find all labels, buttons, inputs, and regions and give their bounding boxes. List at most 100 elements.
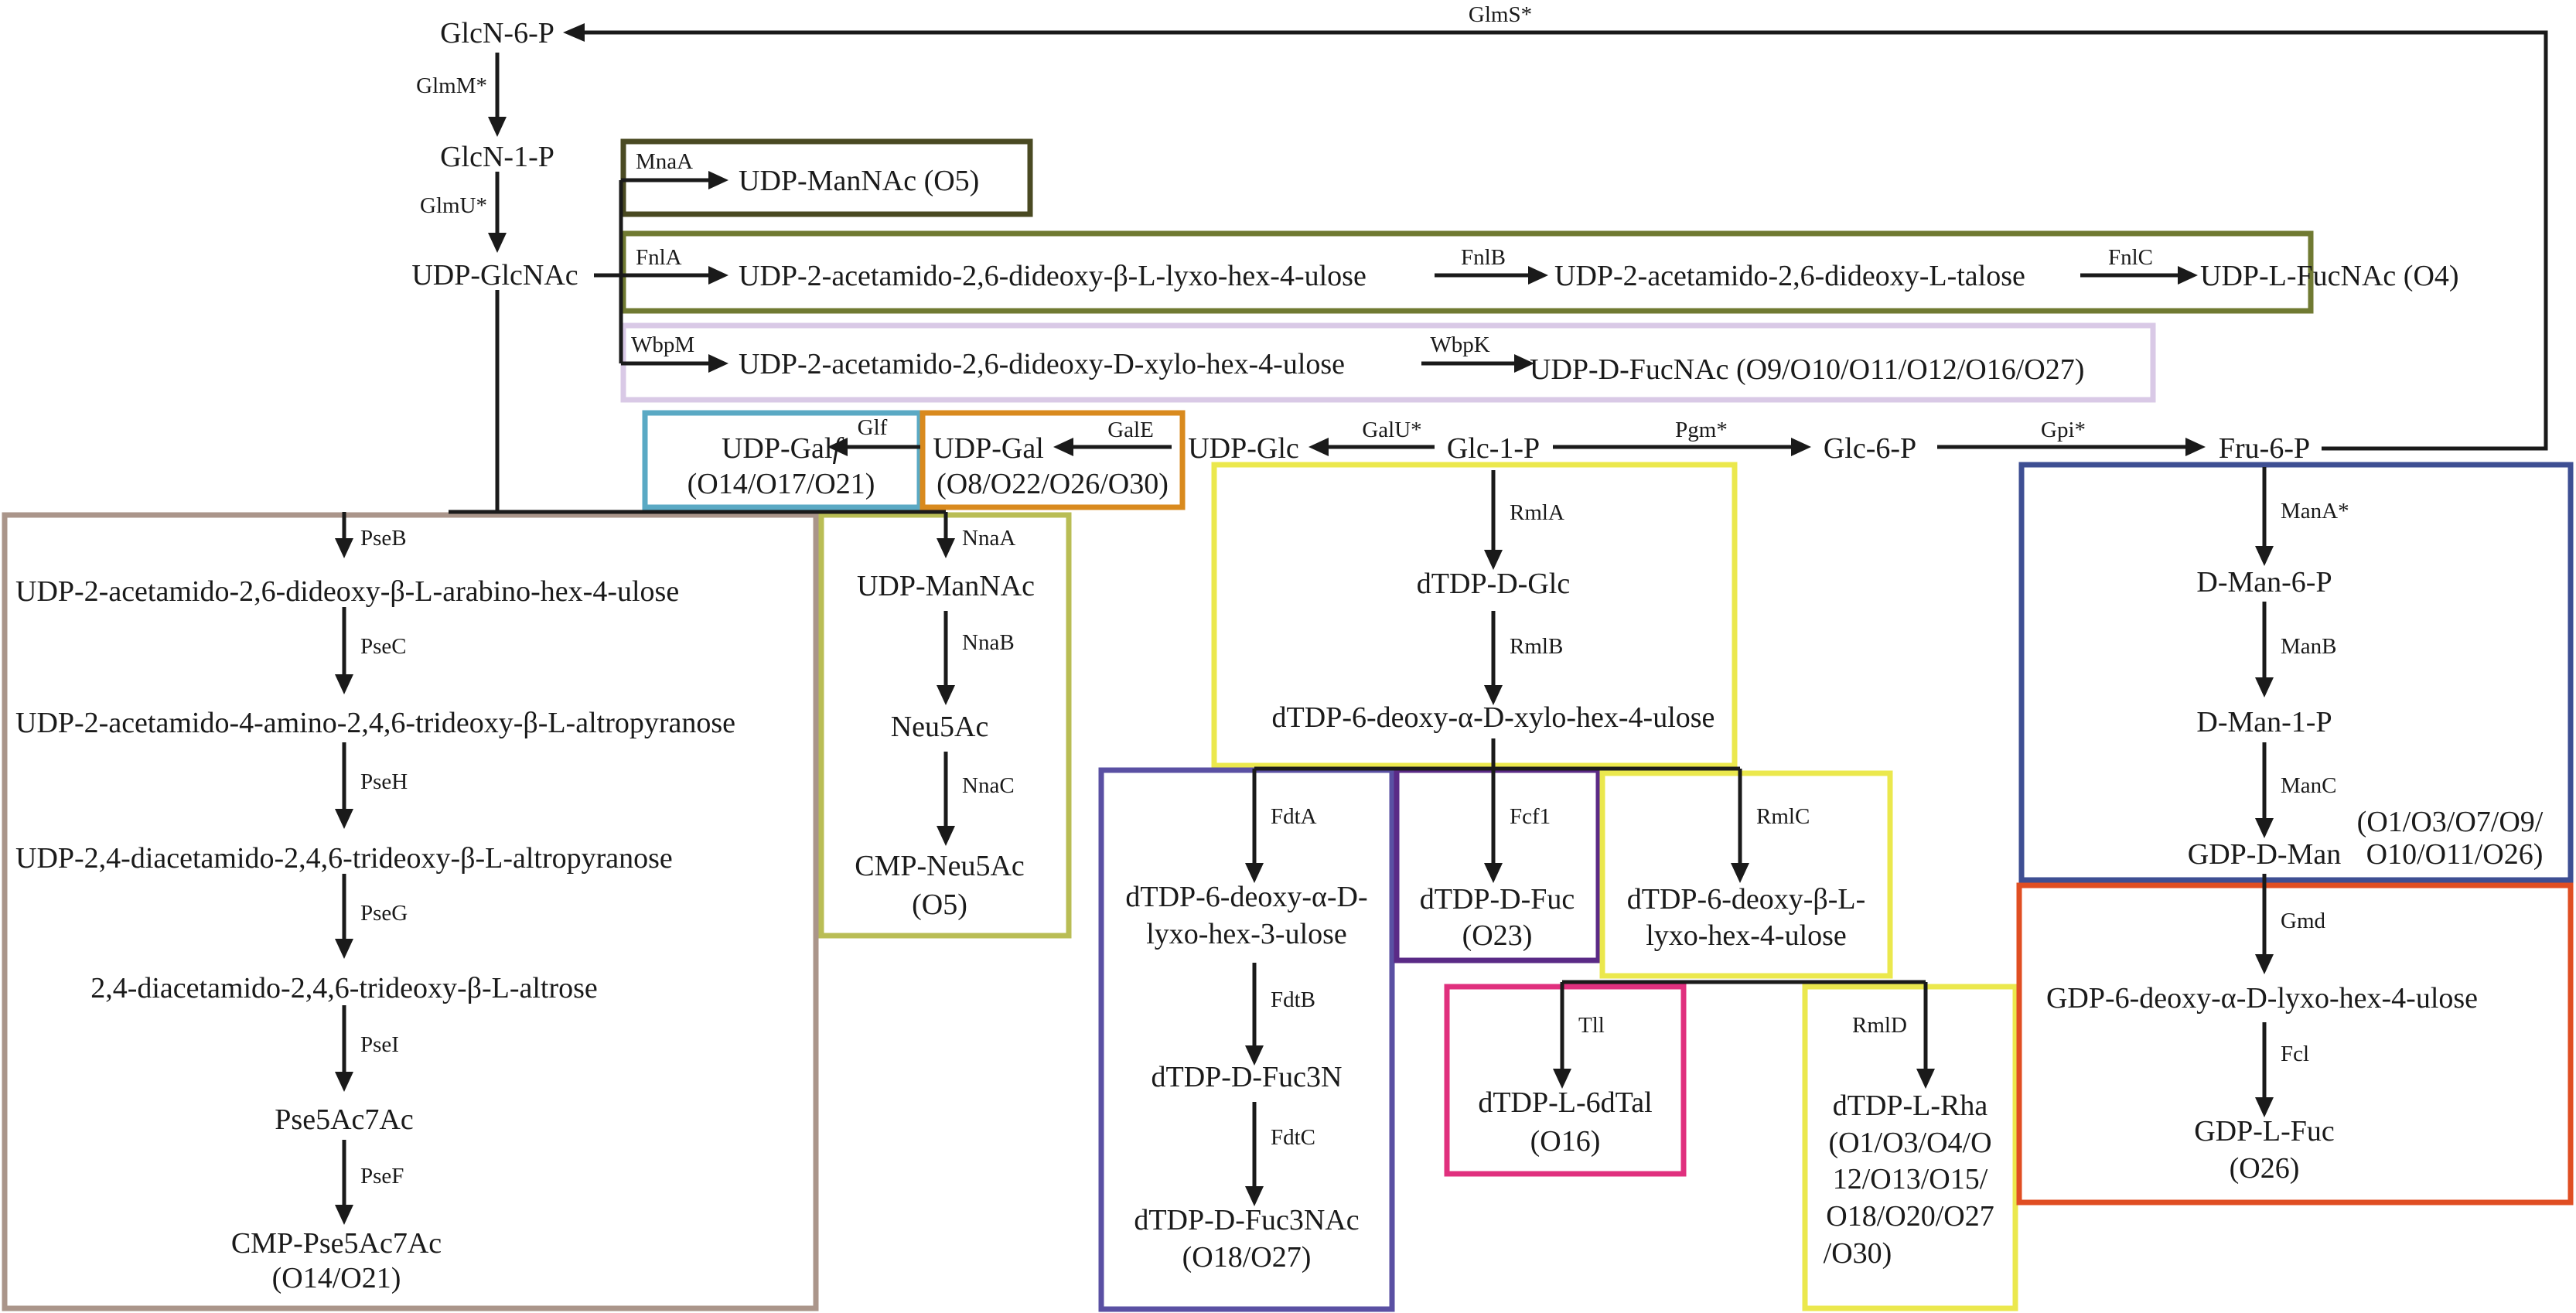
enzyme-fdtb: FdtB [1271, 987, 1315, 1012]
node-rmlc-1a: dTDP-6-deoxy-β-L- [1627, 883, 1865, 916]
enzyme-mana: ManA* [2281, 499, 2349, 523]
node-nna-3: CMP-Neu5Ac [855, 850, 1025, 882]
gmd-box [2016, 882, 2574, 1206]
enzyme-glf: Glf [858, 415, 888, 440]
manc-arrowhead [2255, 818, 2274, 838]
galf-box [642, 410, 923, 510]
node-rha-serotypes-3: O18/O20/O27 [1826, 1200, 1994, 1233]
node-tll-1-serotypes: (O16) [1530, 1125, 1601, 1158]
node-pse-3: UDP-2,4-diacetamido-2,4,6-trideoxy-β-L-a… [15, 842, 673, 875]
enzyme-mnaa: MnaA [636, 149, 693, 174]
mnaa-box [620, 138, 1033, 217]
rmlb-arrowhead [1484, 685, 1503, 705]
wbpk-arrowhead [1514, 354, 1534, 373]
fdtb-arrowhead [1245, 1045, 1264, 1066]
node-udp-gal: UDP-Gal [933, 432, 1044, 465]
fcf1-arrowhead [1484, 863, 1503, 883]
glf-arrowhead [827, 438, 848, 456]
enzyme-glmm: GlmM* [416, 73, 487, 98]
fdtc-arrowhead [1245, 1186, 1264, 1206]
node-nna-2: Neu5Ac [891, 711, 989, 743]
node-fdt-3-serotypes: (O18/O27) [1182, 1241, 1312, 1274]
enzyme-pgm: Pgm* [1675, 418, 1728, 442]
node-rha-1: dTDP-L-Rha [1833, 1090, 1988, 1122]
connector-lines [342, 30, 2548, 1208]
gal-box [920, 410, 1186, 510]
node-fnl-intermediate-1: UDP-2-acetamido-2,6-dideoxy-β-L-lyxo-hex… [739, 260, 1366, 292]
node-gmd-2-serotypes: (O26) [2230, 1152, 2300, 1185]
fdt-box [1098, 767, 1395, 1312]
node-rml-2: dTDP-6-deoxy-α-D-xylo-hex-4-ulose [1272, 701, 1715, 734]
pgm-arrowhead [1791, 438, 1811, 456]
pseh-arrowhead [335, 809, 353, 829]
wbpm-arrowhead [708, 354, 728, 373]
enzyme-glms: GlmS* [1469, 2, 1532, 27]
enzyme-nnab: NnaB [962, 630, 1015, 655]
node-glcn1p: GlcN-1-P [440, 141, 554, 173]
enzyme-wbpk: WbpK [1430, 333, 1489, 357]
node-gmd-1: GDP-6-deoxy-α-D-lyxo-hex-4-ulose [2046, 982, 2478, 1015]
psec-arrowhead [335, 674, 353, 694]
node-udpglcnac: UDP-GlcNAc [411, 259, 578, 292]
node-nna-1: UDP-ManNAc [857, 570, 1035, 602]
node-pse-1: UDP-2-acetamido-2,6-dideoxy-β-L-arabino-… [15, 575, 679, 608]
node-fcf-1: dTDP-D-Fuc [1420, 883, 1575, 916]
enzyme-fcf1: Fcf1 [1510, 804, 1551, 829]
node-man-3: GDP-D-Man [2188, 838, 2341, 871]
gpi-arrowhead [2185, 438, 2206, 456]
node-udp-d-fucnac: UDP-D-FucNAc (O9/O10/O11/O12/O16/O27) [1530, 353, 2084, 386]
enzyme-gmd: Gmd [2281, 909, 2326, 933]
node-nna-3-serotypes: (O5) [912, 888, 967, 921]
rmla-arrowhead [1484, 550, 1503, 570]
node-fdt-1b: lyxo-hex-3-ulose [1146, 918, 1347, 950]
node-udp-galf-base: UDP-Gal [722, 432, 833, 465]
enzyme-fnlc: FnlC [2108, 245, 2153, 270]
enzyme-pseh: PseH [360, 769, 408, 794]
tll-box [1444, 984, 1687, 1177]
node-udp-mannac-o5: UDP-ManNAc (O5) [739, 165, 979, 197]
enzyme-fdta: FdtA [1271, 804, 1317, 829]
metabolite-nodes: GlcN-6-P GlcN-1-P UDP-GlcNAc UDP-ManNAc … [15, 17, 2544, 1294]
mana-arrowhead [2255, 546, 2274, 566]
node-fnl-intermediate-2: UDP-2-acetamido-2,6-dideoxy-L-talose [1554, 260, 2025, 292]
enzyme-nnac: NnaC [962, 773, 1015, 798]
enzyme-labels: GlmS* GlmM* GlmU* MnaA FnlA FnlB FnlC Wb… [360, 2, 2349, 1189]
glmm-arrowhead [488, 117, 507, 137]
node-pse-6: CMP-Pse5Ac7Ac [231, 1227, 442, 1260]
glmu-arrowhead [488, 233, 507, 253]
node-glc6p: Glc-6-P [1824, 432, 1916, 465]
node-udp-gal-serotypes: (O8/O22/O26/O30) [937, 468, 1169, 500]
fnla-arrowhead [708, 266, 728, 285]
node-rha-serotypes-1: (O1/O3/O4/O [1828, 1127, 1991, 1159]
enzyme-fcl: Fcl [2281, 1042, 2309, 1066]
enzyme-psef: PseF [360, 1164, 404, 1189]
enzyme-wbpm: WbpM [631, 333, 694, 357]
enzyme-psei: PseI [360, 1032, 399, 1057]
nnab-arrowhead [937, 685, 955, 705]
node-glc1p: Glc-1-P [1447, 432, 1540, 465]
pathway-boxes [2, 138, 2574, 1312]
manb-arrowhead [2255, 677, 2274, 697]
galu-arrowhead [1308, 438, 1329, 456]
enzyme-rmld: RmlD [1852, 1013, 1907, 1038]
enzyme-glmu: GlmU* [420, 193, 487, 218]
node-man-2: D-Man-1-P [2196, 706, 2332, 738]
fnlc-arrowhead [2178, 266, 2198, 285]
enzyme-rmla: RmlA [1510, 500, 1564, 525]
node-pse-6-serotypes: (O14/O21) [272, 1262, 401, 1294]
node-rha-serotypes-2: 12/O13/O15/ [1833, 1163, 1988, 1195]
enzyme-gpi: Gpi* [2041, 418, 2086, 442]
node-udp-galf: UDP-Galf [722, 432, 844, 465]
gale-arrowhead [1053, 438, 1073, 456]
arrowheads [335, 23, 2274, 1225]
node-udp-glc: UDP-Glc [1188, 432, 1299, 465]
enzyme-fnlb: FnlB [1461, 245, 1506, 270]
node-man-3-serotypes-b: O10/O11/O26) [2366, 838, 2544, 871]
rmld-arrowhead [1916, 1069, 1935, 1089]
fnlb-arrowhead [1528, 266, 1548, 285]
node-tll-1: dTDP-L-6dTal [1478, 1086, 1652, 1119]
node-fdt-3: dTDP-D-Fuc3NAc [1134, 1204, 1359, 1236]
node-glcn6p: GlcN-6-P [440, 17, 554, 49]
node-wbp-intermediate: UDP-2-acetamido-2,6-dideoxy-D-xylo-hex-4… [739, 348, 1345, 380]
